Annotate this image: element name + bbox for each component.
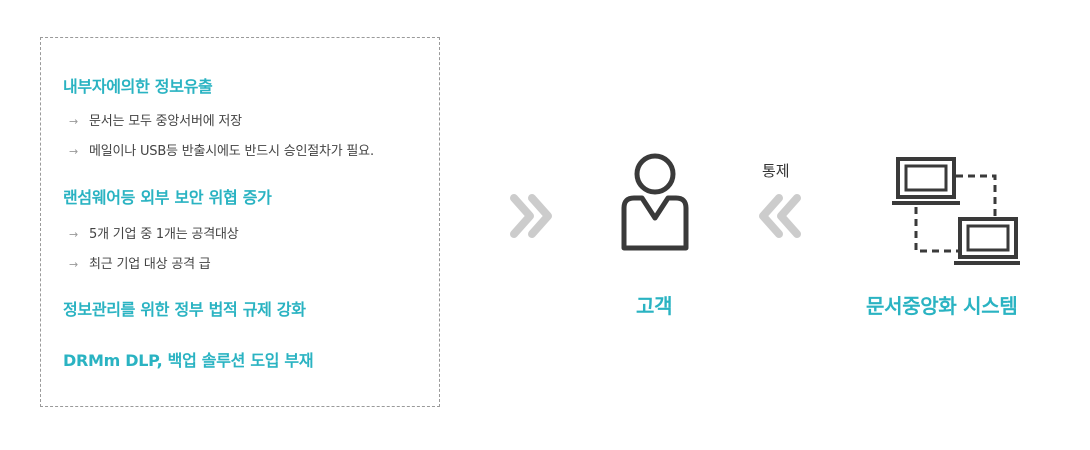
document-centralization-system-label: 문서중앙화 시스템 <box>866 294 1018 318</box>
arrow-right-icon: → <box>69 145 79 158</box>
heading-regulation: 정보관리를 위한 정부 법적 규제 강화 <box>63 300 306 319</box>
double-chevron-left-icon <box>759 194 801 238</box>
heading-solution-absence: DRMm DLP, 백업 솔루션 도입 부재 <box>63 351 314 370</box>
customer-label: 고객 <box>636 294 673 318</box>
arrow-right-icon: → <box>69 115 79 128</box>
bullet-item: →메일이나 USB등 반출시에도 반드시 승인절차가 필요. <box>69 144 374 159</box>
networked-laptops-icon <box>892 157 1020 265</box>
arrow-right-icon: → <box>69 258 79 271</box>
arrow-right-icon: → <box>69 228 79 241</box>
bullet-item: →최근 기업 대상 공격 급 <box>69 257 211 272</box>
user-icon <box>621 153 689 251</box>
double-chevron-right-icon <box>510 194 552 238</box>
control-label: 통제 <box>762 162 790 180</box>
bullet-item: →5개 기업 중 1개는 공격대상 <box>69 227 239 242</box>
heading-ransomware: 랜섬웨어등 외부 보안 위협 증가 <box>63 188 272 207</box>
bullet-item: →문서는 모두 중앙서버에 저장 <box>69 114 242 129</box>
heading-insider-leak: 내부자에의한 정보유출 <box>63 77 213 96</box>
issues-panel: 내부자에의한 정보유출 →문서는 모두 중앙서버에 저장 →메일이나 USB등 … <box>40 37 440 407</box>
